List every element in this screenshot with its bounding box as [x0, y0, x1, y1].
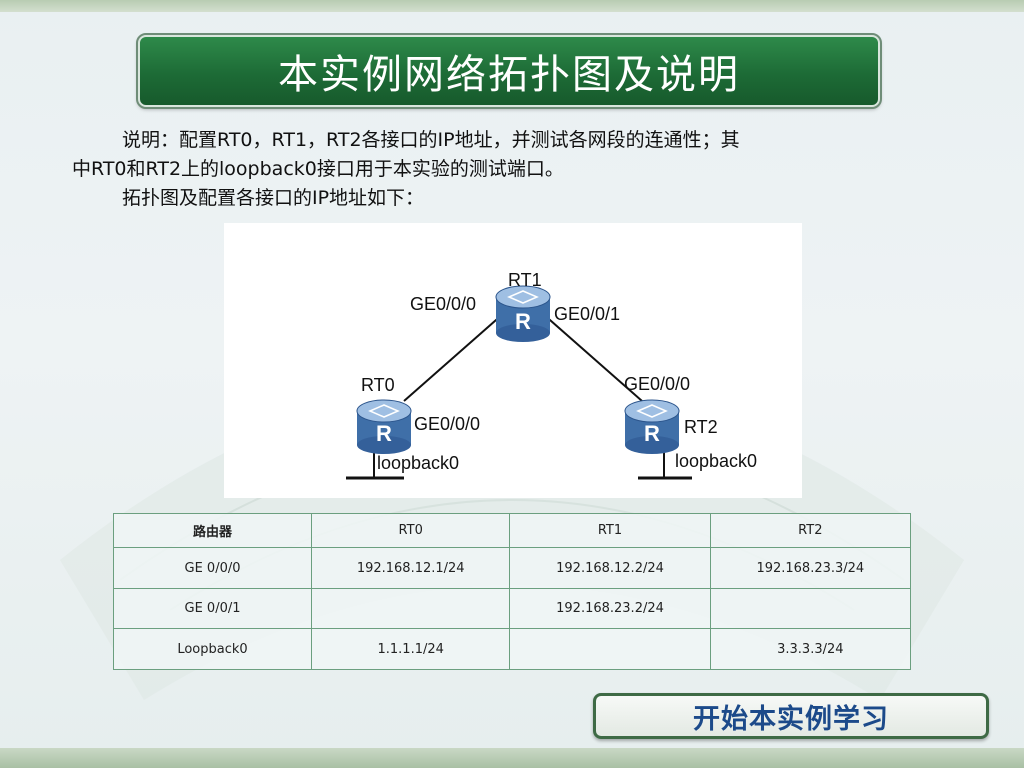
description-line-3: 拓扑图及配置各接口的IP地址如下：: [122, 187, 425, 209]
ip-address-table: 路由器 RT0 RT1 RT2 GE 0/0/0 192.168.12.1/24…: [112, 512, 912, 670]
router-glyph-rt2: R: [644, 421, 660, 446]
link-rt0-rt1: [403, 312, 505, 402]
table-cell: 192.168.12.1/24: [311, 547, 511, 589]
router-glyph-rt1: R: [515, 309, 531, 334]
iface-label-rt1-ge000: GE0/0/0: [410, 294, 476, 314]
bottom-band: [0, 748, 1024, 768]
start-lesson-button[interactable]: 开始本实例学习: [593, 693, 989, 739]
topology-diagram: R R R RT1 GE0/0/0 GE0/0/1 RT0 GE0/0/0 GE…: [224, 223, 802, 498]
loopback-label-rt0: loopback0: [377, 453, 459, 473]
iface-label-rt1-ge001: GE0/0/1: [554, 304, 620, 324]
top-band: [0, 0, 1024, 12]
title-banner: 本实例网络拓扑图及说明: [136, 33, 882, 109]
table-cell: 192.168.23.3/24: [709, 547, 912, 589]
table-header-cell: RT0: [311, 512, 511, 549]
router-icon-rt1: R: [495, 285, 551, 342]
table-header-row: 路由器 RT0 RT1 RT2: [112, 512, 912, 549]
table-row: GE 0/0/1 192.168.23.2/24: [112, 587, 912, 630]
iface-label-rt0-ge000: GE0/0/0: [414, 414, 480, 434]
description-line-1: 说明：配置RT0，RT1，RT2各接口的IP地址，并测试各网段的连通性；其: [122, 129, 740, 151]
link-rt1-rt2: [541, 312, 643, 402]
table-cell: 3.3.3.3/24: [709, 628, 912, 670]
table-row: GE 0/0/0 192.168.12.1/24 192.168.12.2/24…: [112, 547, 912, 589]
table-cell: 1.1.1.1/24: [311, 628, 511, 670]
start-lesson-label: 开始本实例学习: [693, 703, 889, 735]
router-icon-rt2: R: [624, 399, 680, 454]
table-cell: [509, 628, 711, 670]
table-header-cell: 路由器: [112, 512, 313, 549]
description: 说明：配置RT0，RT1，RT2各接口的IP地址，并测试各网段的连通性；其 中R…: [72, 126, 942, 213]
table-cell: GE 0/0/1: [112, 587, 313, 630]
router-label-rt1: RT1: [508, 270, 542, 290]
table-cell: [311, 587, 511, 630]
router-glyph-rt0: R: [376, 421, 392, 446]
iface-label-rt2-ge000: GE0/0/0: [624, 374, 690, 394]
router-label-rt0: RT0: [361, 375, 395, 395]
table-row: Loopback0 1.1.1.1/24 3.3.3.3/24: [112, 628, 912, 670]
table-cell: 192.168.12.2/24: [509, 547, 711, 589]
table-cell: [709, 587, 912, 630]
router-label-rt2: RT2: [684, 417, 718, 437]
loopback-label-rt2: loopback0: [675, 451, 757, 471]
table-header-cell: RT1: [509, 512, 711, 549]
table-cell: 192.168.23.2/24: [509, 587, 711, 630]
table-cell: Loopback0: [112, 628, 313, 670]
table-cell: GE 0/0/0: [112, 547, 313, 589]
description-line-2: 中RT0和RT2上的loopback0接口用于本实验的测试端口。: [72, 158, 564, 180]
table-header-cell: RT2: [709, 512, 912, 549]
page-title: 本实例网络拓扑图及说明: [278, 52, 740, 98]
router-icon-rt0: R: [356, 399, 412, 454]
